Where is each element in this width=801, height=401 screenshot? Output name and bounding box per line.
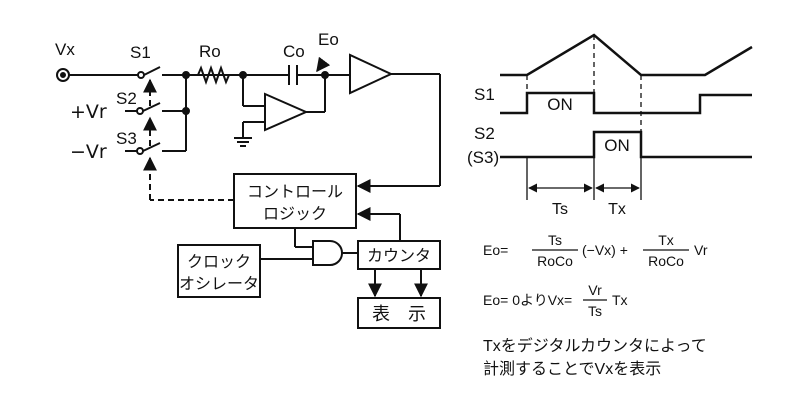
caption-line-2: 計測することでVxを表示 bbox=[483, 360, 661, 378]
eq2-frac-den: Ts bbox=[588, 303, 602, 319]
equation-2: Eo= 0よりVx= Vr Ts Tx bbox=[483, 282, 628, 319]
ro-label: Ro bbox=[199, 42, 221, 61]
s1-blade bbox=[143, 66, 161, 76]
and-gate bbox=[312, 240, 343, 266]
control-logic-label-2: ロジック bbox=[263, 205, 327, 223]
eq2-lhs: Eo= 0よりVx= bbox=[483, 292, 572, 308]
vx-terminal-dot bbox=[60, 72, 66, 78]
display-label: 表 示 bbox=[372, 304, 426, 324]
ro-resistor bbox=[197, 65, 230, 85]
eq1-frac1-num: Ts bbox=[548, 232, 562, 248]
s3-label: S3 bbox=[116, 129, 137, 148]
display-box bbox=[357, 297, 441, 329]
ts-label: Ts bbox=[552, 201, 568, 218]
s1-contact bbox=[137, 71, 145, 79]
eq1-mid: (−Vx) + bbox=[582, 242, 628, 258]
clock-label-2: オシレータ bbox=[179, 275, 259, 293]
s2-contact bbox=[136, 107, 144, 115]
timing-s1-label: S1 bbox=[474, 85, 495, 104]
timing-markers bbox=[526, 157, 642, 200]
eo-pointer bbox=[316, 56, 331, 73]
eq2-tail: Tx bbox=[612, 292, 628, 308]
s2-on-label: ON bbox=[604, 136, 630, 155]
co-label: Co bbox=[283, 42, 305, 61]
s1-on-label: ON bbox=[547, 95, 573, 114]
eq1-frac2-num: Tx bbox=[658, 232, 674, 248]
comparator bbox=[349, 53, 394, 95]
s2-label: S2 bbox=[116, 89, 137, 108]
integrator-waveform bbox=[500, 33, 753, 77]
switch-control-lines bbox=[143, 78, 234, 201]
plus-vr-label: +Vr bbox=[70, 101, 107, 123]
minus-vr-label: −Vr bbox=[70, 141, 107, 163]
clock-label-1: クロック bbox=[187, 253, 251, 271]
eq1-lhs: Eo= bbox=[483, 242, 508, 258]
clock-oscillator-box bbox=[177, 244, 261, 298]
timing-s2-label: S2 bbox=[474, 124, 495, 143]
s2-blade bbox=[142, 102, 161, 112]
tx-label: Tx bbox=[608, 201, 626, 218]
integrator-opamp bbox=[264, 92, 309, 132]
timing-s3-label: (S3) bbox=[467, 148, 499, 167]
equation-1: Eo= Ts RoCo (−Vx) + Tx RoCo Vr bbox=[483, 232, 708, 269]
circuit bbox=[56, 53, 441, 329]
s3-blade bbox=[142, 142, 161, 152]
s2-waveform bbox=[500, 130, 752, 159]
vx-label: Vx bbox=[55, 40, 75, 59]
eo-label: Eo bbox=[318, 30, 339, 49]
junction-2 bbox=[182, 107, 190, 115]
counter-label: カウンタ bbox=[367, 247, 431, 265]
eq1-frac2-den: RoCo bbox=[648, 253, 684, 269]
eq1-tail: Vr bbox=[694, 242, 708, 258]
s1-waveform bbox=[500, 91, 752, 115]
s3-contact bbox=[136, 147, 144, 155]
caption-line-1: Txをデジタルカウンタによって bbox=[483, 336, 707, 355]
s1-label: S1 bbox=[130, 43, 151, 62]
timing-guides bbox=[526, 35, 642, 132]
eq1-frac1-den: RoCo bbox=[537, 253, 573, 269]
control-logic-label-1: コントロール bbox=[247, 184, 343, 201]
eq2-frac-num: Vr bbox=[588, 282, 602, 298]
